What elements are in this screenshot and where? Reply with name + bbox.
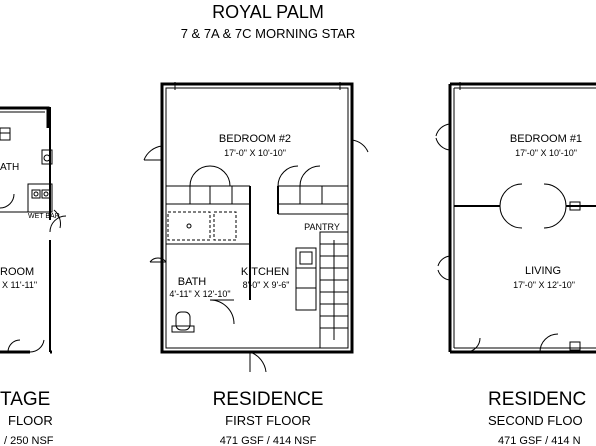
cottage-area: / 250 NSF	[4, 435, 54, 446]
plan-title: ROYAL PALM	[212, 2, 324, 22]
bedroom-2-dims: 17'-0" X 10'-10"	[224, 148, 286, 158]
second-floor-label: SECOND FLOO	[488, 413, 583, 428]
bedroom-1-label: BEDROOM #1	[510, 133, 582, 145]
first-floor-area: 471 GSF / 414 NSF	[220, 435, 317, 446]
cottage-bath-label: ATH	[0, 162, 19, 173]
residence-second-floor-plan	[435, 82, 596, 354]
cottage-wet-bar-label: WET BAR	[28, 213, 60, 220]
bedroom-1-dims: 17'-0" X 10'-10"	[515, 148, 577, 158]
bedroom-2-label: BEDROOM #2	[219, 133, 291, 145]
kitchen-label: KITCHEN	[241, 266, 289, 278]
cottage-plan	[0, 106, 67, 354]
kitchen-dims: 8'-0" X 9'-6"	[243, 280, 290, 290]
first-floor-label: FIRST FLOOR	[225, 413, 311, 428]
cottage-room-dims: X 11'-11"	[2, 280, 37, 290]
bath-label: BATH	[178, 276, 207, 288]
bath-dims: 4'-11" X 12'-10"	[169, 289, 230, 299]
living-label: LIVING	[525, 265, 561, 277]
second-floor-area: 471 GSF / 414 N	[498, 435, 581, 446]
residence-first-floor-plan	[143, 82, 369, 373]
pantry-label: PANTRY	[304, 222, 340, 232]
cottage-floor: FLOOR	[8, 413, 53, 428]
first-floor-heading: RESIDENCE	[213, 389, 324, 410]
second-floor-heading: RESIDENC	[488, 389, 586, 410]
cottage-room-label: ROOM	[0, 266, 34, 278]
cottage-heading: TAGE	[0, 389, 50, 410]
plan-subtitle: 7 & 7A & 7C MORNING STAR	[181, 26, 356, 41]
living-dims: 17'-0" X 12'-10"	[513, 280, 575, 290]
